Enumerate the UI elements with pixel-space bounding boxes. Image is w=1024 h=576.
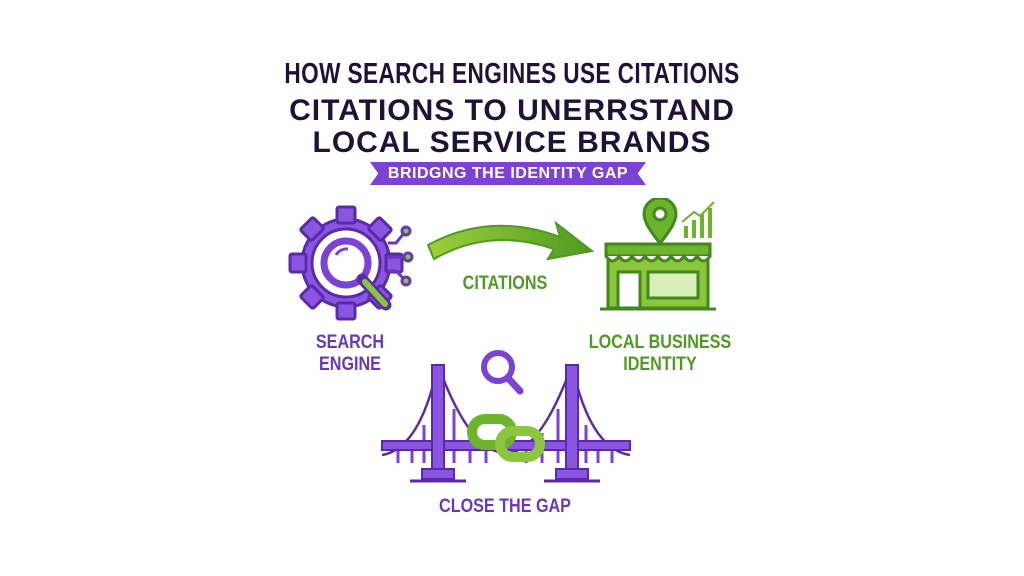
citations-label: CITATIONS (462, 273, 548, 294)
close-the-gap-label: CLOSE THE GAP (439, 496, 571, 517)
local-business-identity-label: LOCAL BUSINESS IDENTITY (588, 332, 732, 375)
title-line-1: HOW SEARCH ENGINES USE CITATIONS (284, 58, 740, 90)
title-line-2: CITATIONS TO UNERRSTAND (289, 94, 735, 127)
local-business-store-icon (600, 198, 716, 311)
subtitle-banner: BRIDGNG THE IDENTITY GAP (370, 162, 646, 185)
citations-arrow-icon (426, 220, 595, 261)
search-engine-label: SEARCH ENGINE (315, 332, 385, 375)
bridge-magnifier-icon (481, 350, 524, 395)
search-engine-gear-icon (288, 205, 414, 321)
title-line-3: LOCAL SERVICE BRANDS (312, 126, 712, 159)
bridge-chain-link-icon (381, 350, 631, 483)
